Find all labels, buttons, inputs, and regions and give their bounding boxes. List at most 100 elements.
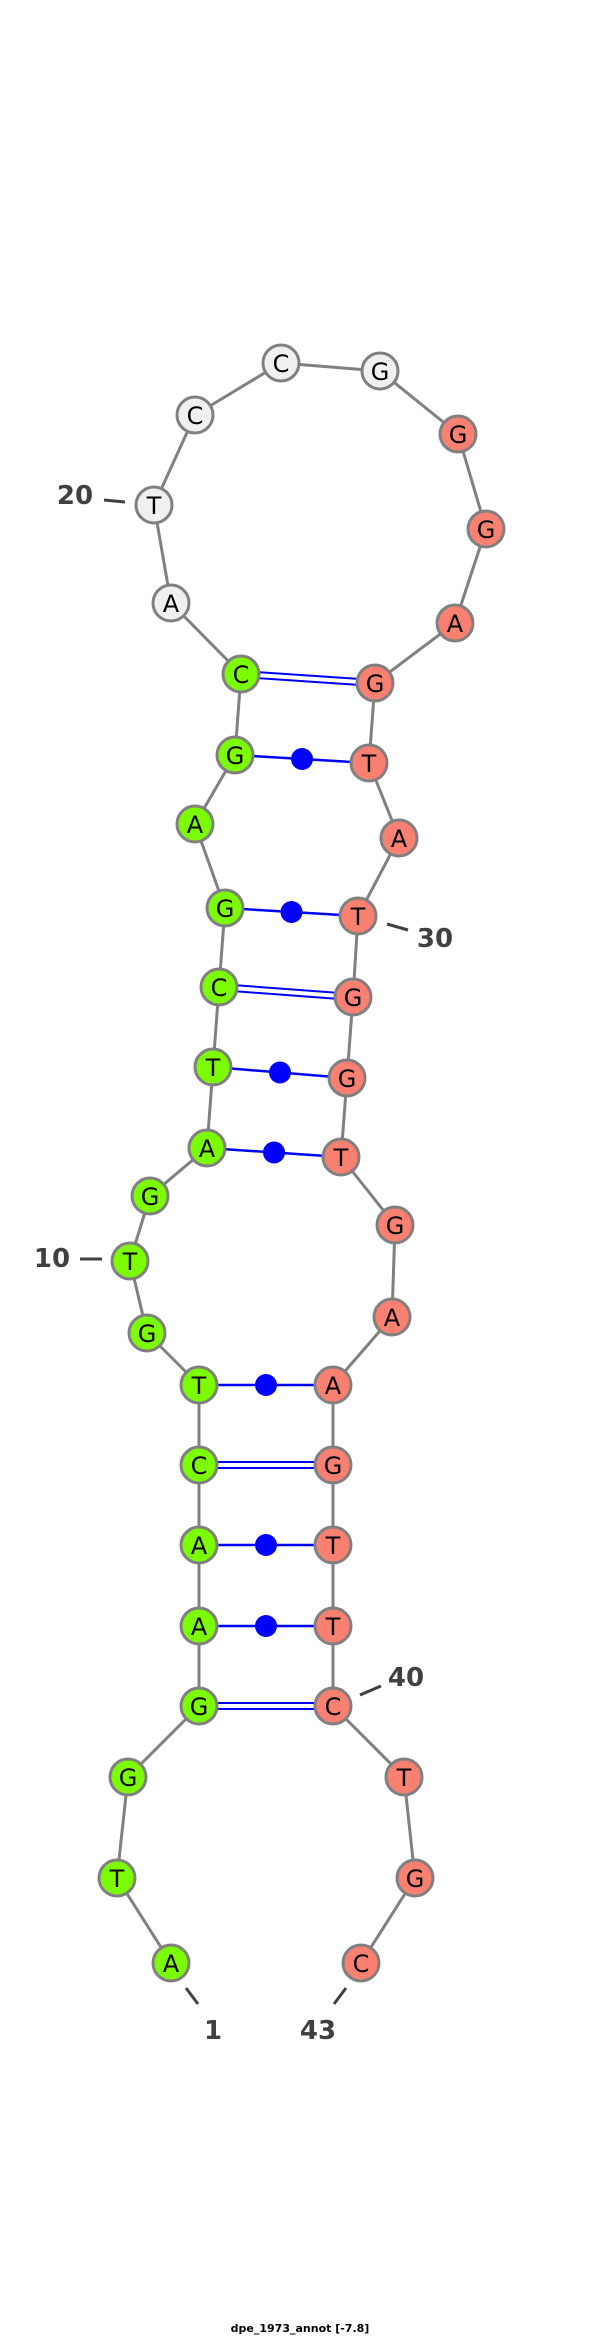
nucleotide-41: T xyxy=(384,1757,424,1797)
nucleotide-circle xyxy=(179,1606,219,1646)
nucleotide-37: G xyxy=(313,1445,353,1485)
nucleotide-circle xyxy=(341,1943,381,1983)
nucleotide-circle xyxy=(108,1757,148,1797)
nucleotide-42: G xyxy=(395,1858,435,1898)
nucleotide-circle xyxy=(175,804,215,844)
nucleotide-24: G xyxy=(438,414,478,454)
nucleotide-letter: G xyxy=(386,1212,405,1240)
nucleotide-14: C xyxy=(199,967,239,1007)
nucleotide-letter: A xyxy=(447,610,464,638)
nucleotide-letter: G xyxy=(338,1065,357,1093)
nucleotide-circle xyxy=(360,351,400,391)
nucleotide-circle xyxy=(215,735,255,775)
nucleotide-circle xyxy=(179,1445,219,1485)
nucleotide-29: A xyxy=(379,818,419,858)
nucleotide-circle xyxy=(375,1205,415,1245)
nucleotide-39: T xyxy=(313,1606,353,1646)
base-pair-5-39 xyxy=(199,1615,333,1637)
nucleotide-38: T xyxy=(313,1525,353,1565)
nucleotide-circle xyxy=(127,1313,167,1353)
nucleotide-9: G xyxy=(127,1313,167,1353)
nucleotide-letter: C xyxy=(325,1693,342,1721)
nucleotide-letter: C xyxy=(187,402,204,430)
pair-dot xyxy=(255,1374,277,1396)
nucleotide-25: G xyxy=(466,509,506,549)
position-tick xyxy=(359,1684,382,1697)
position-label: 1 xyxy=(204,2016,222,2046)
nucleotide-circle xyxy=(221,654,261,694)
nucleotide-circle xyxy=(151,1943,191,1983)
position-label: 20 xyxy=(57,481,93,511)
nucleotide-6: A xyxy=(179,1525,219,1565)
nucleotide-circle xyxy=(327,1058,367,1098)
nucleotide-8: T xyxy=(179,1365,219,1405)
nucleotide-letter: A xyxy=(199,1135,216,1163)
nucleotide-letter: G xyxy=(344,984,363,1012)
nucleotide-3: G xyxy=(108,1757,148,1797)
nucleotide-circle xyxy=(435,603,475,643)
nucleotide-18: C xyxy=(221,654,261,694)
nucleotide-19: A xyxy=(151,583,191,623)
nucleotide-circle xyxy=(313,1686,353,1726)
nucleotide-circle xyxy=(110,1241,150,1281)
nucleotide-letter: G xyxy=(366,670,385,698)
nucleotide-letter: T xyxy=(361,750,377,778)
base-pair-13-32 xyxy=(212,1061,348,1084)
nucleotide-circle xyxy=(384,1757,424,1797)
nucleotide-2: T xyxy=(97,1858,137,1898)
base-pairs xyxy=(199,670,376,1710)
nucleotide-letter: A xyxy=(187,811,204,839)
nucleotide-4: G xyxy=(179,1686,219,1726)
nucleotide-letter: C xyxy=(211,974,228,1002)
base-pair-15-30 xyxy=(224,901,359,923)
nucleotide-17: G xyxy=(215,735,255,775)
nucleotide-letter: G xyxy=(190,1693,209,1721)
nucleotide-letter: G xyxy=(371,358,390,386)
nucleotide-letter: T xyxy=(122,1248,138,1276)
nucleotide-15: G xyxy=(205,888,245,928)
base-pair-7-37 xyxy=(199,1461,333,1469)
nucleotide-circle xyxy=(130,1176,170,1216)
nucleotide-letter: G xyxy=(119,1764,138,1792)
nucleotide-letter: A xyxy=(384,1304,401,1332)
base-pair-17-28 xyxy=(234,748,370,770)
nucleotide-letter: A xyxy=(191,1532,208,1560)
nucleotide-7: C xyxy=(179,1445,219,1485)
nucleotide-20: T xyxy=(134,485,174,525)
nucleotide-13: T xyxy=(193,1047,233,1087)
nucleotide-35: A xyxy=(372,1297,412,1337)
pair-dot xyxy=(255,1615,277,1637)
position-tick xyxy=(184,1987,200,2005)
position-tick xyxy=(386,922,409,932)
nucleotide-5: A xyxy=(179,1606,219,1646)
nucleotide-circle xyxy=(466,509,506,549)
nucleotide-11: G xyxy=(130,1176,170,1216)
base-pair-14-31 xyxy=(218,983,354,1001)
pair-bond-line xyxy=(218,988,353,1001)
nucleotide-circle xyxy=(151,583,191,623)
nucleotide-letter: T xyxy=(325,1532,341,1560)
pair-dot xyxy=(263,1141,285,1164)
position-label: 40 xyxy=(388,1663,424,1693)
nucleotide-circle xyxy=(205,888,245,928)
pair-dot xyxy=(280,901,303,923)
nucleotide-12: A xyxy=(187,1128,227,1168)
nucleotide-circle xyxy=(97,1858,137,1898)
nucleotide-letter: G xyxy=(324,1452,343,1480)
nucleotide-letter: C xyxy=(273,350,290,378)
nucleotide-circle xyxy=(175,395,215,435)
pair-bond-line xyxy=(240,675,375,687)
nucleotide-letter: G xyxy=(449,421,468,449)
nucleotide-letter: T xyxy=(350,903,366,931)
nucleotide-circle xyxy=(187,1128,227,1168)
base-pair-4-40 xyxy=(199,1702,333,1710)
nucleotide-33: T xyxy=(321,1137,361,1177)
nucleotide-circle xyxy=(313,1445,353,1485)
nucleotide-circle xyxy=(333,977,373,1017)
position-label: 43 xyxy=(300,2016,336,2046)
nucleotide-letter: T xyxy=(191,1372,207,1400)
nucleotide-23: G xyxy=(360,351,400,391)
base-pair-6-38 xyxy=(199,1534,333,1556)
nucleotide-letter: G xyxy=(216,895,235,923)
